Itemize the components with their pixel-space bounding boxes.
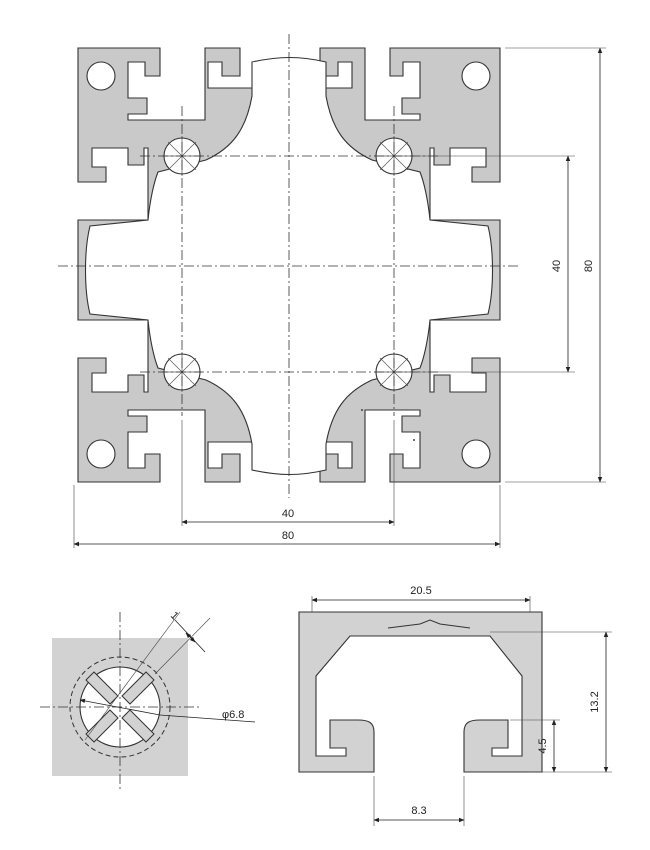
core-wall-label: 1 bbox=[168, 610, 181, 623]
slot-detail: 20.5 13.2 4.5 8.3 bbox=[298, 585, 612, 826]
corner-hole-tl bbox=[86, 61, 116, 91]
dim-height-inner-label: 40 bbox=[551, 260, 563, 272]
corner-hole-bl bbox=[86, 439, 116, 469]
slot-lip-label: 4.5 bbox=[537, 738, 549, 753]
corner-hole-br bbox=[461, 439, 491, 469]
dim-height-overall-label: 80 bbox=[583, 260, 595, 272]
core-diameter-label: φ6.8 bbox=[222, 709, 244, 721]
core-detail: 1 φ6.8 bbox=[40, 610, 256, 790]
corner-hole-tr bbox=[461, 61, 491, 91]
dim-width-overall-label: 80 bbox=[282, 530, 294, 542]
main-profile-section: 40 80 40 80 bbox=[58, 34, 606, 548]
slot-detail-profile bbox=[298, 611, 543, 773]
core-detail-cross-ribs bbox=[85, 671, 155, 743]
slot-opening-label: 8.3 bbox=[411, 805, 426, 817]
slot-top-width-label: 20.5 bbox=[410, 585, 431, 597]
dim-width-inner-label: 40 bbox=[282, 508, 294, 520]
slot-height-label: 13.2 bbox=[589, 691, 601, 712]
